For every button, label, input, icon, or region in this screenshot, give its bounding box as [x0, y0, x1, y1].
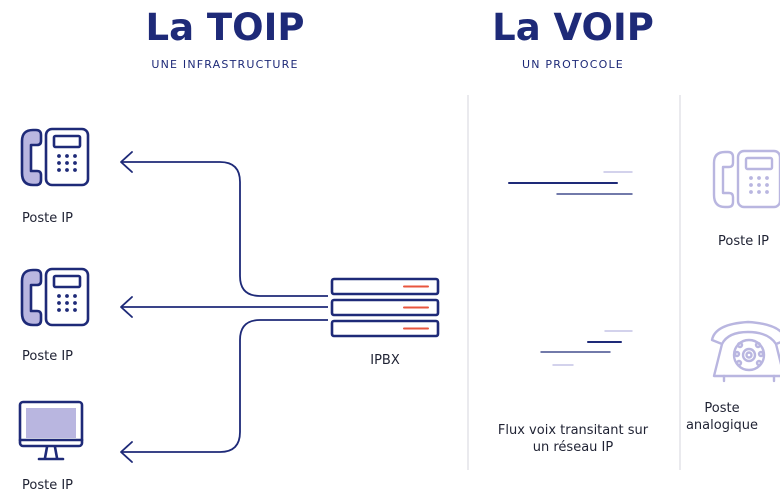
arrowhead-phone-1: [120, 151, 133, 173]
toip-title: La TOIP: [145, 6, 305, 49]
voip-title: La VOIP: [492, 6, 654, 49]
desk-ip-phone-icon: [20, 127, 90, 187]
device-label-analog-phone: Poste analogique: [685, 401, 759, 433]
toip-subtitle: UNE INFRASTRUCTURE: [151, 58, 299, 71]
voice-flow-caption: Flux voix transitant sur un réseau IP: [497, 423, 649, 455]
voice-flow-lines-top: [508, 171, 633, 195]
desk-ip-phone-icon: [712, 149, 780, 209]
desk-ip-phone-icon: [20, 267, 90, 327]
device-label-right-ip-phone: Poste IP: [718, 234, 770, 249]
device-label-phone-1: Poste IP: [22, 211, 74, 226]
device-label-phone-2: Poste IP: [22, 349, 74, 364]
server-rack-icon: [330, 277, 440, 338]
rotary-phone-icon: [710, 320, 780, 383]
device-label-computer: Poste IP: [22, 478, 74, 493]
voip-subtitle: UN PROTOCOLE: [522, 58, 624, 71]
arrowhead-computer: [120, 441, 133, 463]
server-label: IPBX: [370, 353, 400, 368]
voice-flow-lines-bottom: [540, 330, 633, 366]
desktop-computer-icon: [18, 400, 84, 461]
connector-to-computer: [122, 319, 328, 453]
arrowhead-phone-2: [120, 296, 133, 318]
connector-to-phone-1: [122, 161, 328, 297]
